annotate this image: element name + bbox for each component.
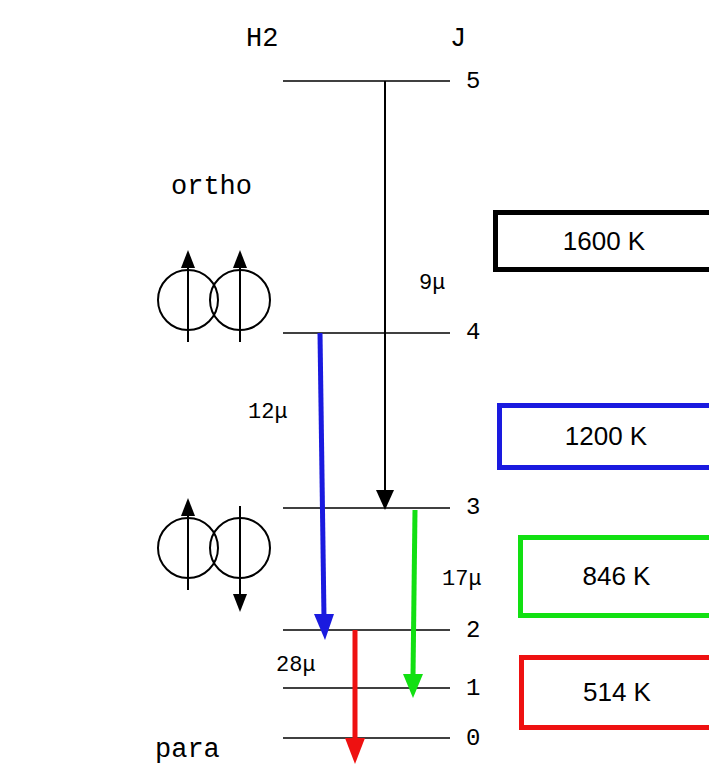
transition-arrow [320, 333, 324, 618]
spin-arrow [239, 266, 241, 342]
wavelength-label: 9μ [419, 272, 445, 296]
ortho-spin-heads [181, 250, 247, 268]
level-line [283, 332, 450, 334]
spin-state-name: para [155, 736, 220, 766]
para-spin-heads [181, 498, 247, 612]
arrowhead [376, 490, 394, 510]
spin-arrowhead [233, 594, 247, 612]
molecule-name: H2 [246, 25, 278, 55]
wavelength-label: 28μ [276, 654, 316, 678]
temperature-value: 846 K [583, 561, 651, 592]
level-number: 0 [466, 726, 480, 752]
level-line [283, 687, 450, 689]
temperature-box: 1200 K [497, 403, 709, 470]
spin-state-name: ortho [171, 173, 252, 203]
arrowhead [403, 674, 423, 698]
spin-arrowhead [181, 250, 195, 268]
para-spin-symbol [158, 506, 270, 596]
ortho-spin-symbol [158, 266, 270, 342]
wavelength-label: 12μ [248, 401, 288, 425]
level-number: 1 [466, 676, 480, 702]
level-number: 4 [466, 320, 480, 346]
spin-arrow [239, 506, 241, 596]
level-number: 2 [466, 618, 480, 644]
temperature-box: 1600 K [493, 210, 709, 272]
transition-arrow [353, 630, 358, 740]
spin-arrow [187, 266, 189, 342]
arrowhead [314, 614, 334, 640]
spin-arrow [187, 514, 189, 590]
axis-heading: J [450, 25, 466, 55]
temperature-value: 1200 K [565, 421, 647, 452]
energy-levels [283, 81, 450, 738]
temperature-box: 846 K [518, 535, 709, 618]
transition-arrow [384, 81, 386, 492]
level-number: 3 [466, 495, 480, 521]
spin-arrowhead [233, 250, 247, 268]
arrowhead [345, 738, 365, 764]
spin-arrowhead [181, 498, 195, 516]
level-line [283, 507, 450, 509]
transition-arrows [314, 81, 423, 764]
wavelength-label: 17μ [442, 568, 482, 592]
level-line [283, 737, 450, 739]
level-number: 5 [466, 69, 480, 95]
transition-arrow [413, 510, 415, 676]
level-line [283, 629, 450, 631]
level-line [283, 80, 450, 82]
temperature-value: 514 K [583, 677, 651, 708]
temperature-value: 1600 K [563, 226, 645, 257]
temperature-box: 514 K [519, 655, 709, 730]
